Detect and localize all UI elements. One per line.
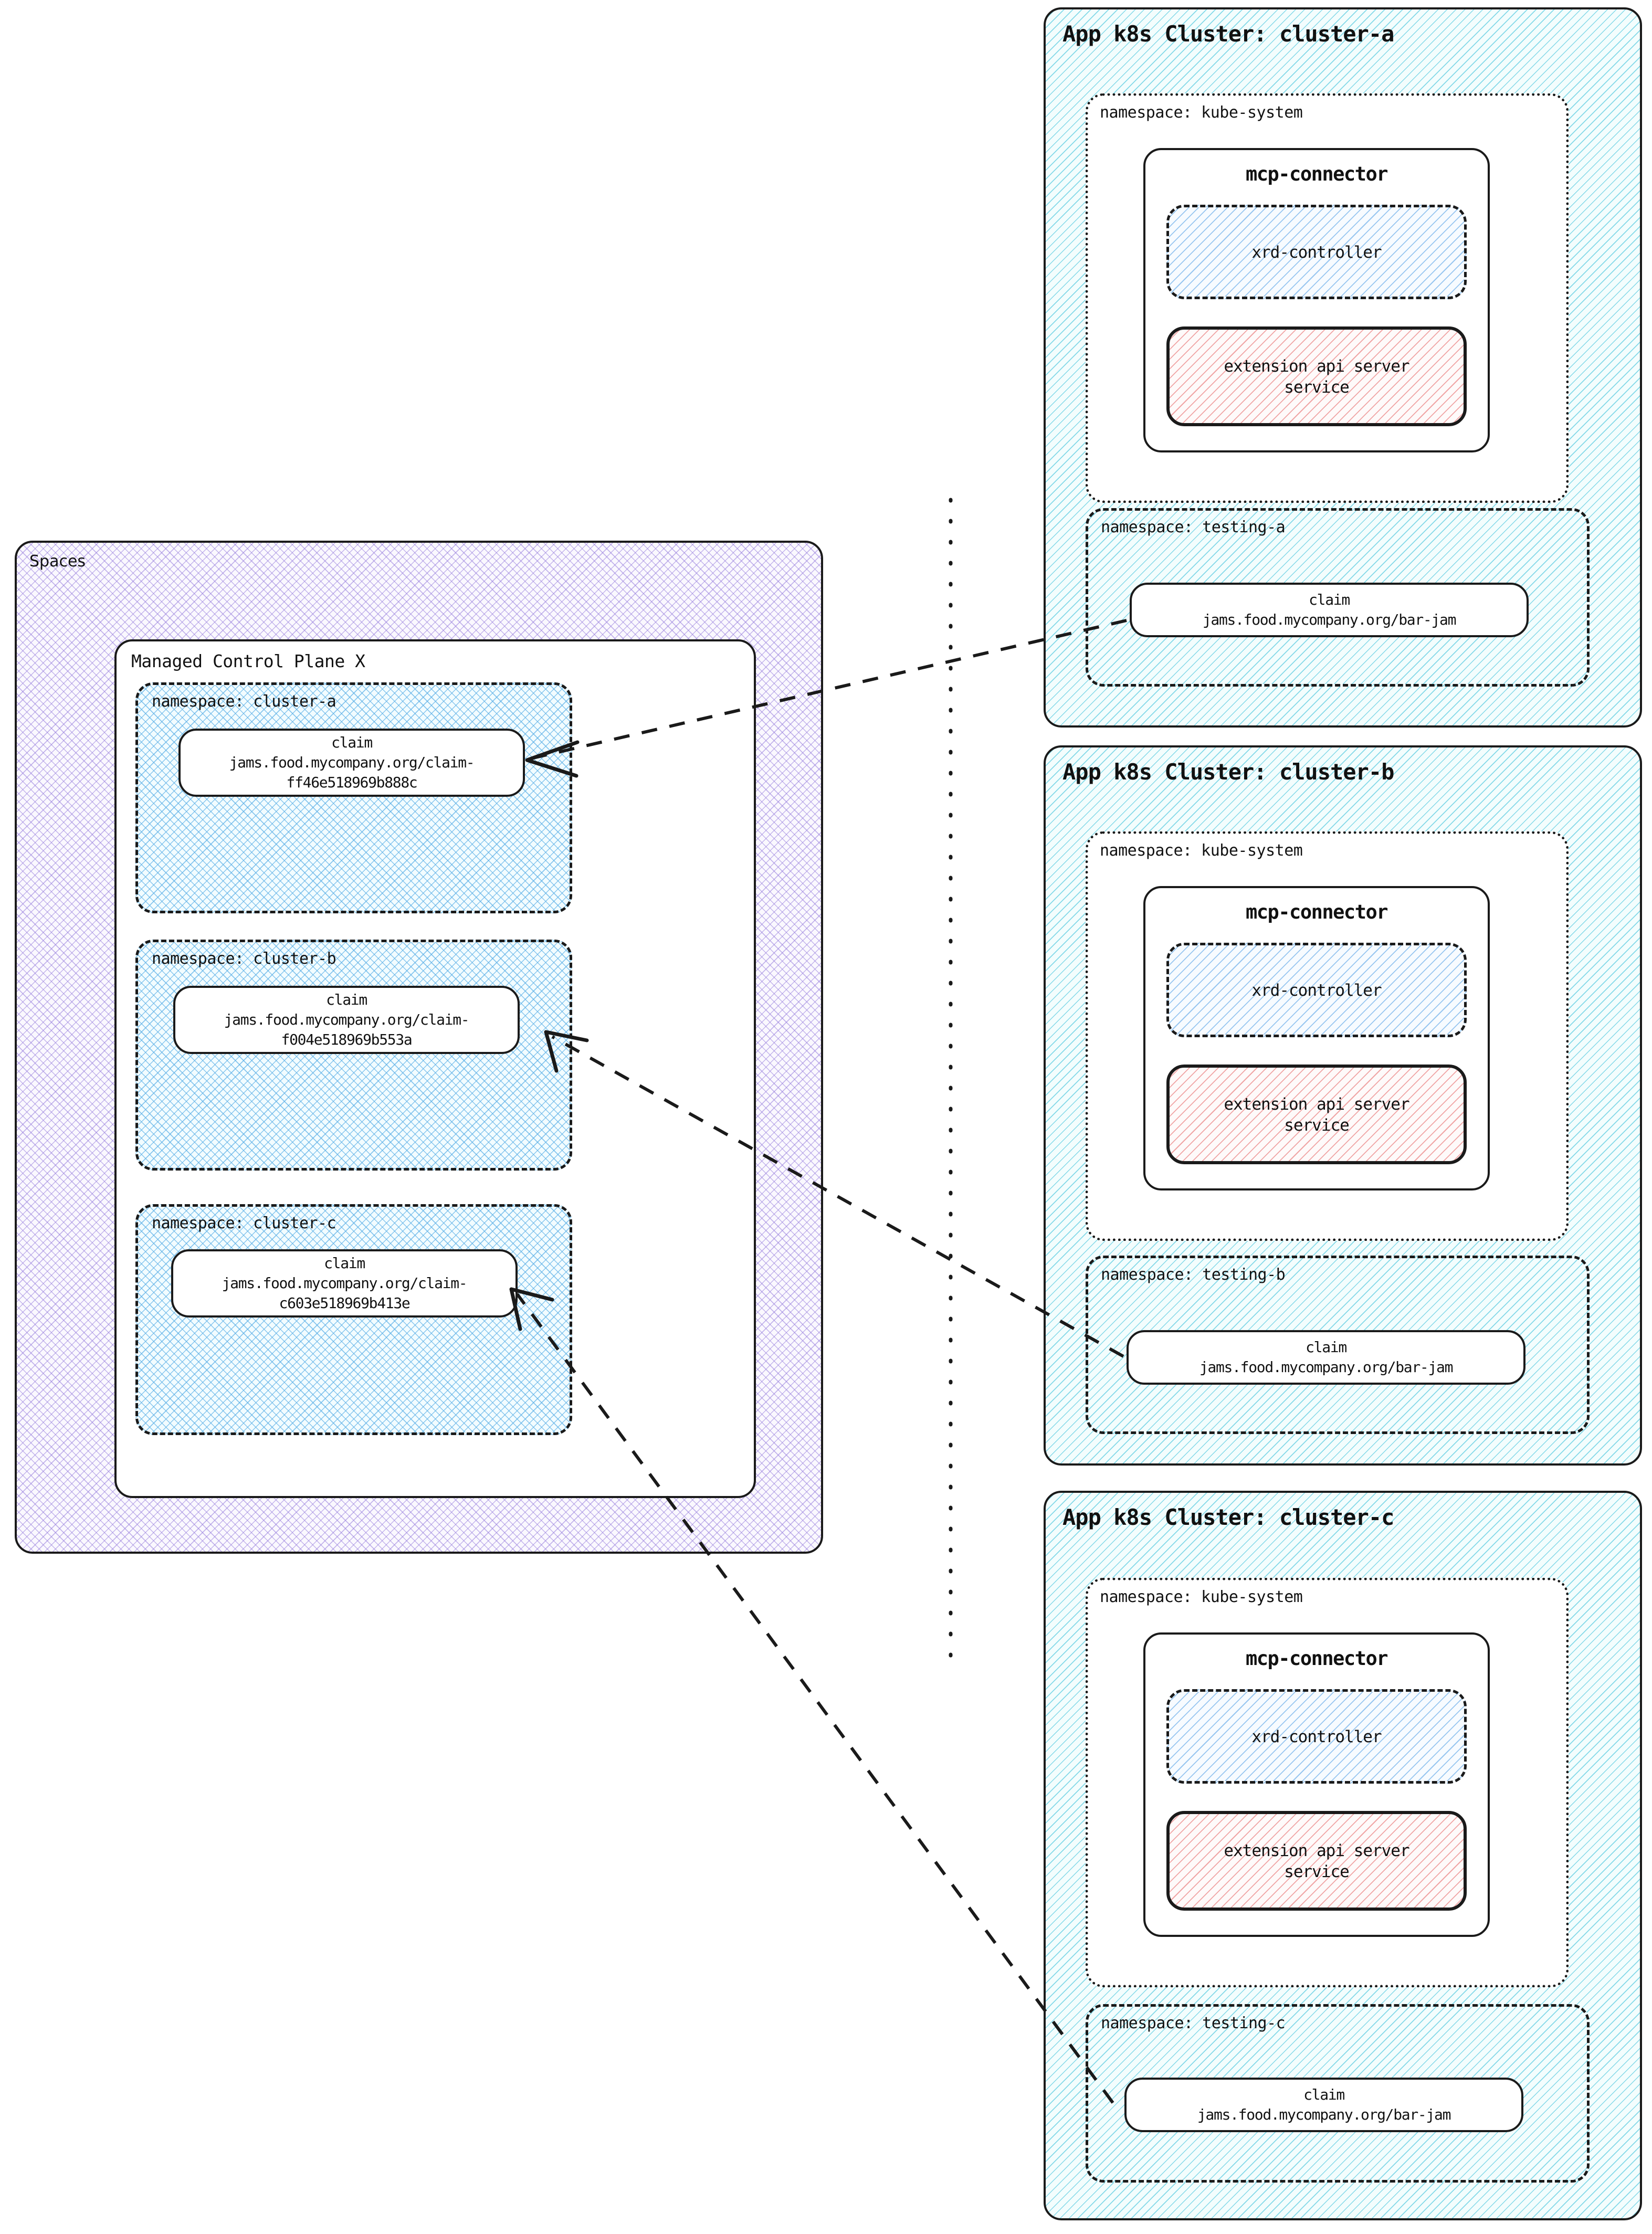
claim-kind: claim bbox=[1306, 1339, 1347, 1356]
cluster-c-xrd-controller-label: xrd-controller bbox=[1251, 1727, 1382, 1746]
cluster-a-kube-system-label: namespace: kube-system bbox=[1100, 103, 1303, 122]
claim-ref: jams.food.mycompany.org/claim- bbox=[224, 1011, 470, 1028]
cluster-b-testing-claim-text: claim jams.food.mycompany.org/bar-jam bbox=[1129, 1337, 1523, 1377]
claim-kind: claim bbox=[324, 1255, 365, 1272]
cluster-c-testing-claim-box[interactable]: claim jams.food.mycompany.org/bar-jam bbox=[1124, 2078, 1523, 2132]
claim-id: ff46e518969b888c bbox=[286, 774, 418, 791]
namespace-cluster-a-label: namespace: cluster-a bbox=[152, 692, 336, 711]
namespace-cluster-c: namespace: cluster-c bbox=[135, 1204, 572, 1435]
claim-kind: claim bbox=[1303, 2086, 1345, 2103]
cluster-a-testing-label: namespace: testing-a bbox=[1101, 518, 1286, 536]
claim-kind: claim bbox=[326, 991, 367, 1008]
claim-box-cluster-c[interactable]: claim jams.food.mycompany.org/claim- c60… bbox=[171, 1249, 518, 1318]
cluster-c-testing-label: namespace: testing-c bbox=[1101, 2014, 1286, 2032]
cluster-c-service-line1: extension api server bbox=[1224, 1841, 1409, 1860]
cluster-b-service-line1: extension api server bbox=[1224, 1095, 1409, 1114]
cluster-c-kube-system-label: namespace: kube-system bbox=[1100, 1588, 1303, 1606]
cluster-a-testing-claim-box[interactable]: claim jams.food.mycompany.org/bar-jam bbox=[1130, 583, 1529, 637]
cluster-b-testing-claim-box[interactable]: claim jams.food.mycompany.org/bar-jam bbox=[1127, 1330, 1525, 1385]
cluster-a-title: App k8s Cluster: cluster-a bbox=[1062, 21, 1394, 47]
cluster-b-xrd-controller-label: xrd-controller bbox=[1251, 981, 1382, 1000]
spaces-label: Spaces bbox=[29, 552, 86, 571]
claim-kind: claim bbox=[331, 734, 373, 751]
claim-id: c603e518969b413e bbox=[279, 1294, 411, 1312]
cluster-b-service-line2: service bbox=[1284, 1116, 1350, 1135]
claim-box-cluster-b[interactable]: claim jams.food.mycompany.org/claim- f00… bbox=[173, 986, 520, 1054]
cluster-b-kube-system-label: namespace: kube-system bbox=[1100, 841, 1303, 860]
claim-text-cluster-b: claim jams.food.mycompany.org/claim- f00… bbox=[175, 990, 518, 1050]
cluster-b-testing-label: namespace: testing-b bbox=[1101, 1266, 1286, 1284]
claim-ref: jams.food.mycompany.org/bar-jam bbox=[1202, 611, 1457, 628]
cluster-c-title: App k8s Cluster: cluster-c bbox=[1062, 1504, 1394, 1530]
cluster-c-mcp-connector-title: mcp-connector bbox=[1245, 1647, 1388, 1670]
claim-ref: jams.food.mycompany.org/claim- bbox=[222, 1274, 468, 1292]
claim-ref: jams.food.mycompany.org/bar-jam bbox=[1199, 1358, 1454, 1376]
namespace-cluster-a: namespace: cluster-a bbox=[135, 682, 572, 913]
claim-id: f004e518969b553a bbox=[281, 1031, 413, 1048]
cluster-c-extension-api-server-service: extension api server service bbox=[1166, 1811, 1467, 1911]
cluster-a-service-line1: extension api server bbox=[1224, 357, 1409, 376]
claim-text-cluster-c: claim jams.food.mycompany.org/claim- c60… bbox=[173, 1253, 515, 1313]
cluster-a-extension-api-server-service: extension api server service bbox=[1166, 326, 1467, 426]
namespace-cluster-c-label: namespace: cluster-c bbox=[152, 1214, 336, 1232]
cluster-a-mcp-connector-title: mcp-connector bbox=[1245, 163, 1388, 185]
cluster-b-xrd-controller: xrd-controller bbox=[1166, 943, 1467, 1037]
namespace-cluster-b-label: namespace: cluster-b bbox=[152, 950, 336, 968]
claim-box-cluster-a[interactable]: claim jams.food.mycompany.org/claim- ff4… bbox=[178, 729, 525, 797]
namespace-cluster-b: namespace: cluster-b bbox=[135, 940, 572, 1171]
cluster-a-testing-claim-text: claim jams.food.mycompany.org/bar-jam bbox=[1132, 590, 1527, 630]
claim-kind: claim bbox=[1309, 591, 1350, 608]
cluster-c-testing-claim-text: claim jams.food.mycompany.org/bar-jam bbox=[1127, 2085, 1521, 2125]
claim-ref: jams.food.mycompany.org/bar-jam bbox=[1197, 2106, 1451, 2123]
cluster-a-xrd-controller: xrd-controller bbox=[1166, 205, 1467, 299]
claim-ref: jams.food.mycompany.org/claim- bbox=[229, 754, 475, 771]
cluster-c-service-line2: service bbox=[1284, 1862, 1350, 1881]
cluster-b-extension-api-server-service: extension api server service bbox=[1166, 1065, 1467, 1164]
control-plane-label: Managed Control Plane X bbox=[131, 651, 365, 671]
cluster-b-mcp-connector-title: mcp-connector bbox=[1245, 901, 1388, 923]
cluster-a-service-line2: service bbox=[1284, 378, 1350, 397]
cluster-c-xrd-controller: xrd-controller bbox=[1166, 1689, 1467, 1784]
cluster-b-title: App k8s Cluster: cluster-b bbox=[1062, 759, 1394, 785]
cluster-a-xrd-controller-label: xrd-controller bbox=[1251, 243, 1382, 262]
claim-text-cluster-a: claim jams.food.mycompany.org/claim- ff4… bbox=[181, 733, 523, 793]
